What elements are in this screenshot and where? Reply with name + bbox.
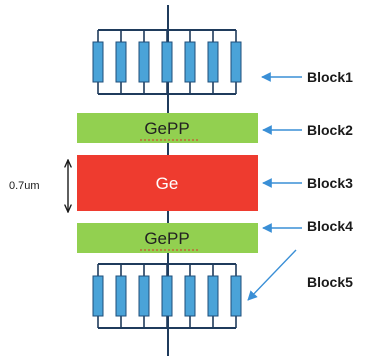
resistor-bank-top: [92, 29, 242, 95]
layer-gepp-bottom-label: GePP: [144, 229, 189, 248]
bank-top-resistor-4: [161, 41, 173, 83]
layer-ge-label: Ge: [156, 174, 179, 193]
resistor-bank-bottom: [92, 263, 242, 329]
bank-bottom-resistor-1: [92, 275, 104, 317]
layer-gepp-top-label: GePP: [144, 119, 189, 138]
label-block1: Block1: [307, 69, 353, 85]
label-block2: Block2: [307, 122, 353, 138]
bank-bottom-resistor-2: [115, 275, 127, 317]
layer-gepp-bottom: [77, 223, 258, 253]
label-block4: Block4: [307, 218, 353, 234]
layer-ge: [77, 155, 258, 211]
bank-bottom-resistor-5: [184, 275, 196, 317]
bank-top-resistor-7: [230, 41, 242, 83]
bank-top-resistor-1: [92, 41, 104, 83]
bank-bottom-resistor-3: [138, 275, 150, 317]
bank-top-resistor-6: [207, 41, 219, 83]
bank-bottom-resistor-6: [207, 275, 219, 317]
bank-bottom-resistor-7: [230, 275, 242, 317]
bank-top-resistor-5: [184, 41, 196, 83]
label-block3: Block3: [307, 175, 353, 191]
bank-top-resistor-2: [115, 41, 127, 83]
label-block5: Block5: [307, 274, 353, 290]
thickness-label: 0.7um: [9, 180, 40, 192]
bank-bottom-resistor-4: [161, 275, 173, 317]
layer-gepp-top: [77, 113, 258, 143]
arrow-block5: [247, 249, 297, 301]
bank-top-resistor-3: [138, 41, 150, 83]
